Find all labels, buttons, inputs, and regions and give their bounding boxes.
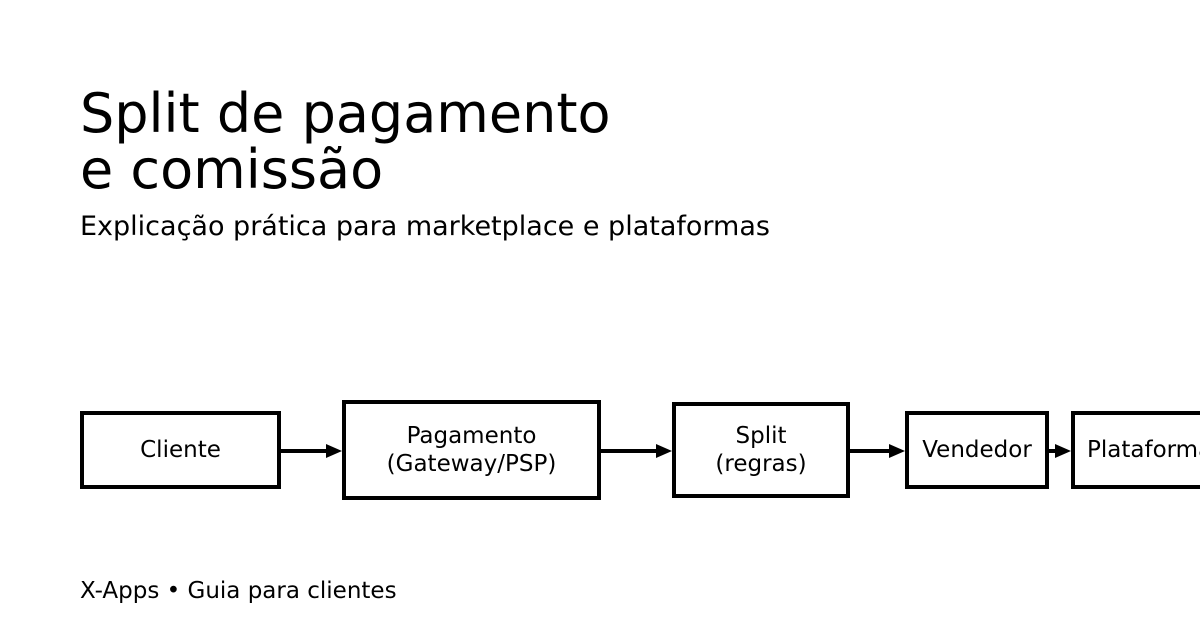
page-subtitle: Explicação prática para marketplace e pl… — [80, 211, 770, 242]
flow-node-vendedor-label: Vendedor — [922, 437, 1032, 463]
flow-arrow-2-head-icon — [656, 444, 672, 458]
flow-node-pagamento-label-line1: Pagamento — [406, 423, 537, 449]
flow-node-pagamento: Pagamento (Gateway/PSP) — [342, 400, 601, 500]
flow-node-cliente-label: Cliente — [140, 437, 221, 463]
flow-arrow-2-shaft — [601, 449, 656, 453]
flow-node-split: Split (regras) — [672, 402, 850, 498]
page-title-line2: e comissão — [80, 138, 384, 201]
flow-node-pagamento-label-line2: (Gateway/PSP) — [386, 451, 557, 477]
flow-arrow-4-shaft — [1049, 449, 1055, 453]
footer-text: X-Apps • Guia para clientes — [80, 578, 397, 604]
flow-arrow-1-shaft — [281, 449, 326, 453]
flow-node-split-label-line1: Split — [735, 423, 787, 449]
page-title-line1: Split de pagamento — [80, 82, 611, 145]
flow-arrow-1-head-icon — [326, 444, 342, 458]
flow-node-plataforma-label: Plataforma — [1087, 437, 1200, 463]
flow-arrow-4-head-icon — [1055, 444, 1071, 458]
flow-node-vendedor: Vendedor — [905, 411, 1049, 489]
page-title: Split de pagamento e comissão — [80, 86, 611, 198]
flow-arrow-3-head-icon — [889, 444, 905, 458]
flow-node-split-label-line2: (regras) — [715, 451, 807, 477]
flow-node-cliente: Cliente — [80, 411, 281, 489]
flow-arrow-3-shaft — [850, 449, 889, 453]
flow-node-plataforma: Plataforma — [1071, 411, 1200, 489]
